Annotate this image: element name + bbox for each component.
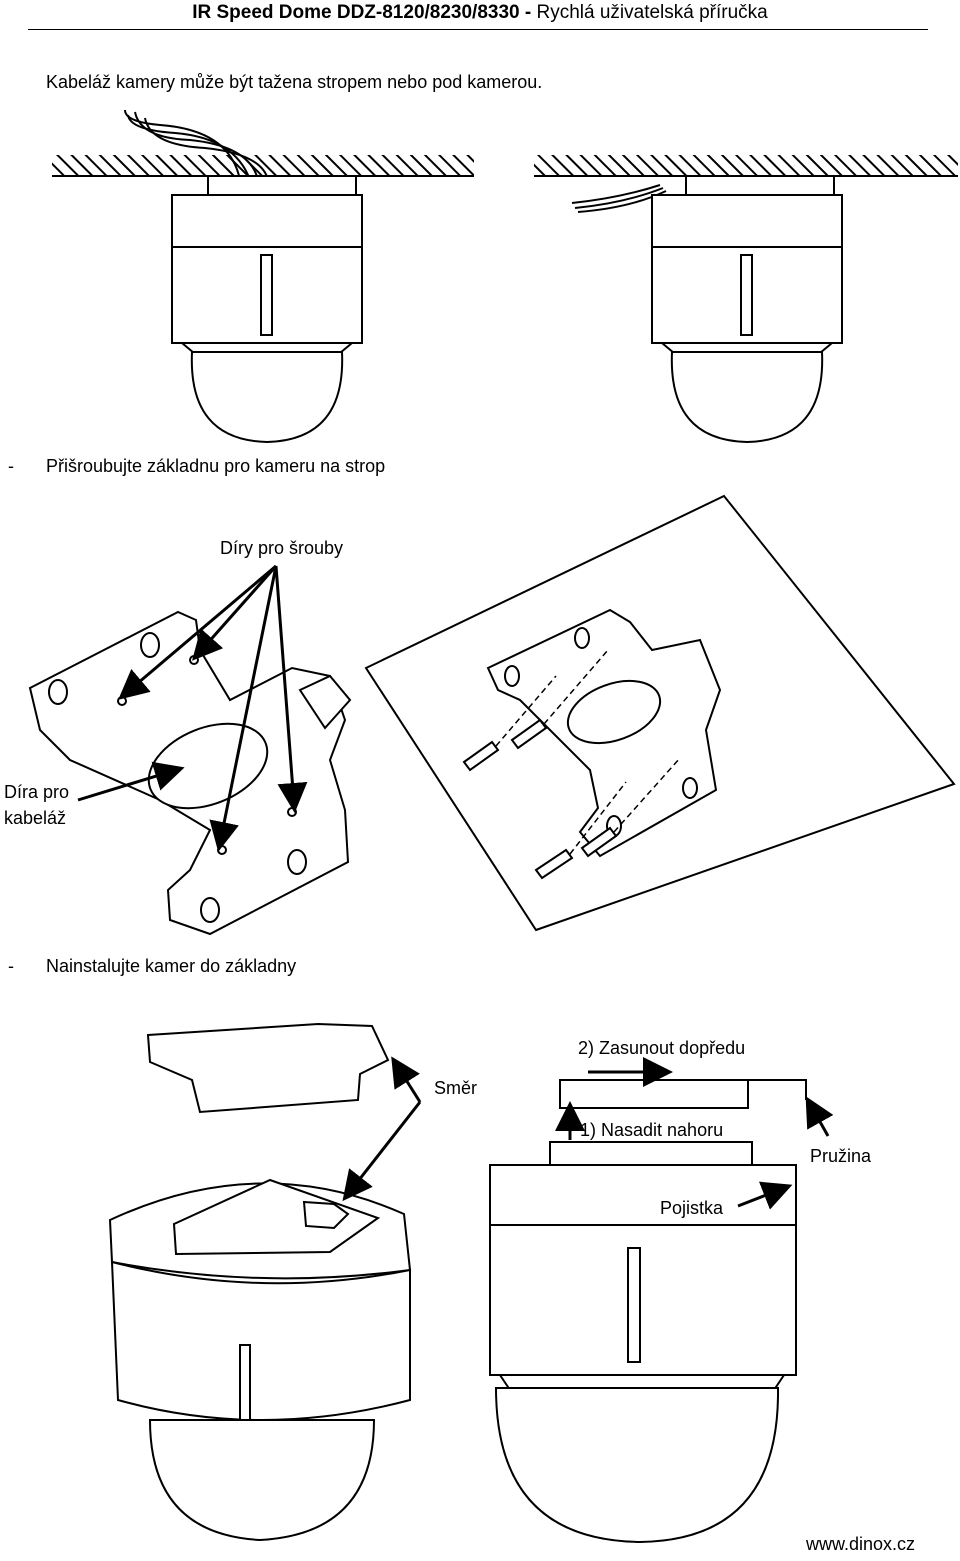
footer-url: www.dinox.cz	[806, 1534, 916, 1554]
page-header: IR Speed Dome DDZ-8120/8230/8330 - Rychl…	[0, 2, 960, 24]
install-arrows	[555, 1057, 834, 1210]
direction-arrow	[342, 1056, 422, 1202]
header-rule	[28, 29, 928, 30]
step2-dash: -	[8, 956, 14, 976]
label-latch: Pojistka	[660, 1198, 724, 1218]
label-mount-up: 1) Nasadit nahoru	[580, 1120, 724, 1140]
camera-side-view	[489, 1079, 807, 1544]
camera-with-bracket	[108, 1022, 412, 1542]
label-cable-hole-line1: Díra pro	[4, 782, 70, 802]
mounting-bracket-ceiling	[364, 494, 956, 932]
screw-guide-lines	[495, 649, 681, 855]
ceiling-camera-right	[534, 155, 958, 444]
step2-text: Nainstalujte kamer do základny	[46, 956, 297, 976]
step1-text: Přišroubujte základnu pro kameru na stro…	[46, 456, 386, 476]
screws	[462, 718, 618, 880]
label-cable-hole-line2: kabeláž	[4, 808, 67, 828]
header-title-bold: IR Speed Dome DDZ-8120/8230/8330 -	[192, 2, 532, 23]
cable-hole-arrow	[77, 761, 185, 802]
label-spring: Pružina	[810, 1146, 872, 1166]
label-screw-holes: Díry pro šrouby	[220, 538, 344, 558]
label-direction: Směr	[434, 1078, 478, 1098]
ceiling-camera-left	[52, 109, 474, 444]
screw-hole-arrows	[118, 564, 308, 852]
header-title-rest: Rychlá uživatelská příručka	[531, 2, 768, 23]
step1-dash: -	[8, 456, 14, 476]
mounting-bracket-left	[28, 610, 352, 936]
intro-text: Kabeláž kamery může být tažena stropem n…	[46, 72, 543, 92]
label-slide-forward: 2) Zasunout dopředu	[578, 1038, 746, 1058]
